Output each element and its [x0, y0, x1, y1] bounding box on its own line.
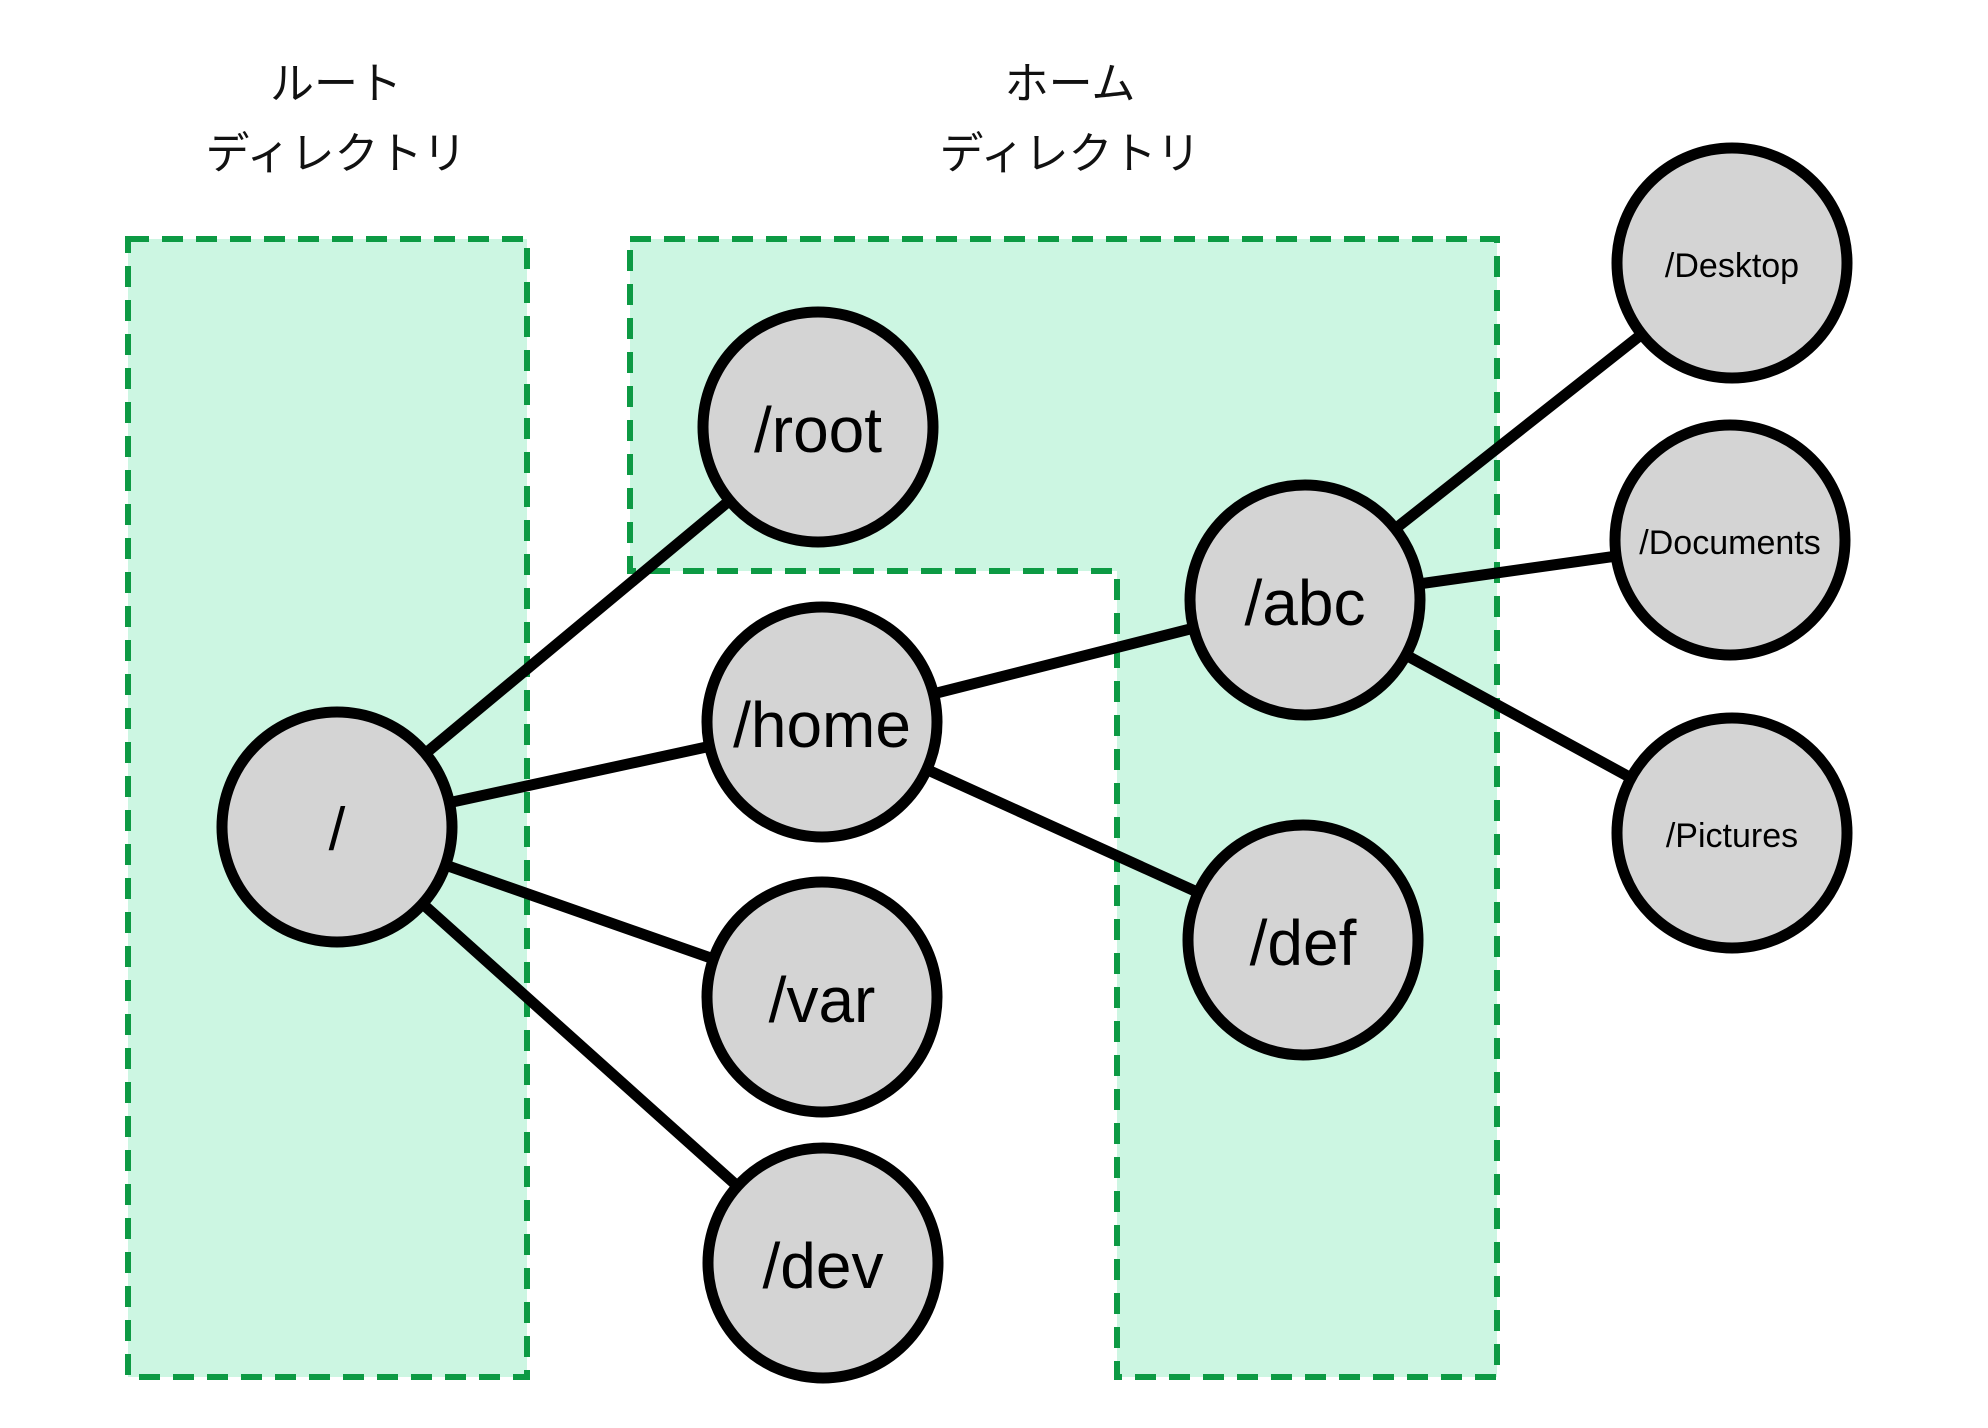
node-def-label: /def	[1250, 907, 1357, 979]
node-pictures-label: /Pictures	[1666, 817, 1798, 855]
node-documents-label: /Documents	[1639, 524, 1820, 562]
node-fs-root: /	[216, 706, 458, 948]
node-documents: /Documents	[1609, 419, 1851, 661]
node-abc: /abc	[1184, 479, 1426, 721]
node-home-circle	[701, 601, 943, 843]
node-def-circle	[1182, 819, 1424, 1061]
node-dev: /dev	[702, 1142, 944, 1384]
node-desktop: /Desktop	[1611, 142, 1853, 384]
node-documents-circle	[1609, 419, 1851, 661]
node-pictures-circle	[1611, 712, 1853, 954]
root-directory-label-line1: ルート	[270, 60, 402, 109]
node-home-label: /home	[733, 689, 911, 761]
node-desktop-label: /Desktop	[1665, 247, 1799, 285]
nodes: / /root /home /var /dev /abc /def /Desk	[216, 142, 1853, 1384]
home-directory-label-line2: ディレクトリ	[940, 130, 1201, 179]
node-root-label: /root	[754, 394, 882, 466]
home-directory-label-line1: ホーム	[1005, 60, 1136, 109]
node-var: /var	[701, 876, 943, 1118]
node-var-label: /var	[769, 964, 876, 1036]
region-labels: ルート ディレクトリ ホーム ディレクトリ	[206, 60, 1201, 179]
node-desktop-circle	[1611, 142, 1853, 384]
node-dev-label: /dev	[763, 1230, 884, 1302]
node-root-circle	[697, 306, 939, 548]
node-root: /root	[697, 306, 939, 548]
node-def: /def	[1182, 819, 1424, 1061]
node-abc-label: /abc	[1245, 567, 1366, 639]
node-home: /home	[701, 601, 943, 843]
root-directory-label-line2: ディレクトリ	[206, 130, 467, 179]
node-fs-root-circle	[216, 706, 458, 948]
node-var-circle	[701, 876, 943, 1118]
node-pictures: /Pictures	[1611, 712, 1853, 954]
node-abc-circle	[1184, 479, 1426, 721]
node-fs-root-label: /	[329, 796, 346, 863]
node-dev-circle	[702, 1142, 944, 1384]
